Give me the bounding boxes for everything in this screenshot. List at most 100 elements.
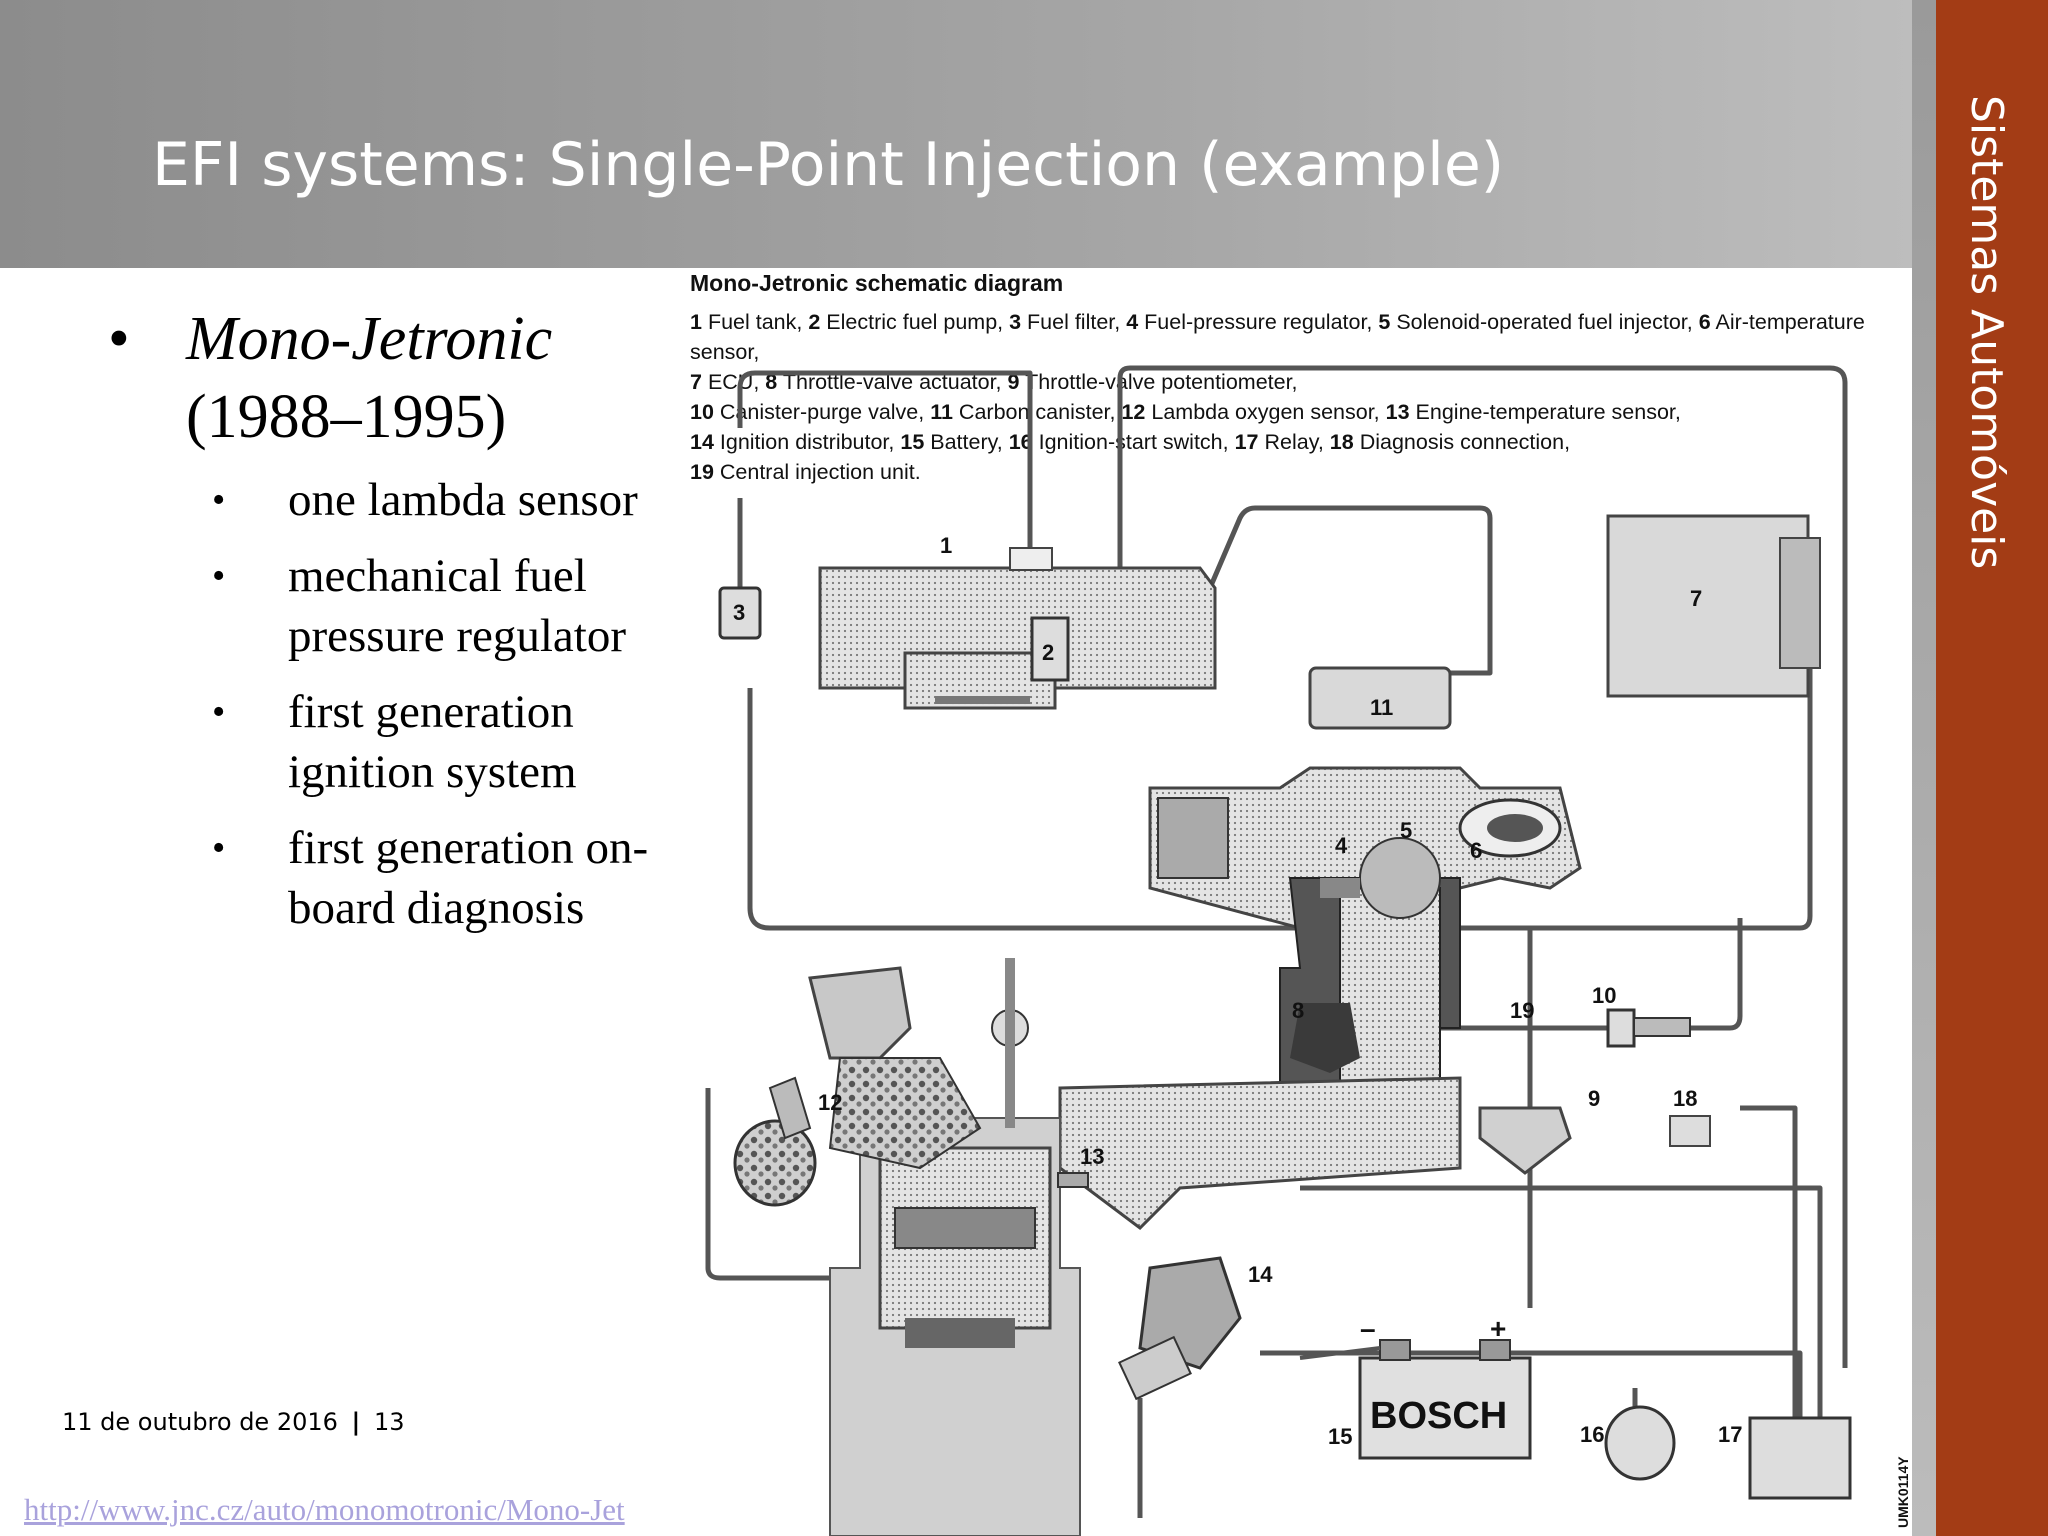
- legend-label: Air-temperature sensor,: [690, 310, 1865, 364]
- legend-label: Lambda oxygen sensor,: [1145, 400, 1386, 424]
- legend-item: 10 Canister-purge valve,: [690, 400, 930, 424]
- legend-label: Electric fuel pump,: [820, 310, 1010, 334]
- legend-number: 18: [1329, 430, 1354, 454]
- legend-label: Ignition distributor,: [713, 430, 901, 454]
- legend-item: 5 Solenoid-operated fuel injector,: [1378, 310, 1698, 334]
- label-11: 11: [1370, 695, 1393, 720]
- diagnosis-connector: [1669, 1115, 1711, 1147]
- central-injection-unit: [1279, 837, 1461, 1109]
- fuel-tank: [818, 547, 1217, 710]
- legend-label: Engine-temperature sensor,: [1409, 400, 1681, 424]
- side-grey-strip: [1912, 0, 1936, 1536]
- label-14: 14: [1248, 1262, 1273, 1287]
- sub-bullet: • first generation on-board diagnosis: [108, 818, 688, 938]
- legend-label: Diagnosis connection,: [1353, 430, 1571, 454]
- footer-date: 11 de outubro de 2016: [62, 1408, 338, 1436]
- label-18: 18: [1673, 1086, 1697, 1111]
- diagram-caption: Mono-Jetronic schematic diagram 1 Fuel t…: [690, 270, 1910, 487]
- legend-number: 3: [1009, 310, 1022, 334]
- label-15: 15: [1328, 1424, 1352, 1449]
- legend-number: 7: [690, 370, 702, 394]
- legend-item: 9 Throttle-valve potentiometer,: [1008, 370, 1298, 394]
- legend-item: 2 Electric fuel pump,: [808, 310, 1009, 334]
- sub-bullet-text: first generation ignition system: [288, 686, 577, 798]
- bullet-dot: •: [212, 691, 226, 733]
- legend-number: 16: [1008, 430, 1033, 454]
- legend-number: 6: [1698, 310, 1711, 334]
- page-number: 13: [373, 1408, 405, 1436]
- sub-bullet: •mechanical fuel pressure regulator: [108, 546, 688, 666]
- legend-label: Central injection unit.: [713, 460, 921, 484]
- title-bar: EFI systems: Single-Point Injection (exa…: [0, 0, 1912, 268]
- legend-item: 6 Air-temperature sensor,: [690, 310, 1865, 364]
- fuel-and-vacuum-lines: [705, 365, 1848, 1518]
- legend-number: 15: [900, 430, 925, 454]
- ignition-start-switch: [1604, 1405, 1676, 1481]
- legend-item: 16 Ignition-start switch,: [1009, 430, 1235, 454]
- legend-label: Fuel filter,: [1021, 310, 1127, 334]
- carbon-canister: [1308, 666, 1452, 730]
- battery: [1299, 1339, 1532, 1460]
- source-link[interactable]: http://www.jnc.cz/auto/monomotronic/Mono…: [24, 1492, 625, 1527]
- legend-label: Canister-purge valve,: [713, 400, 931, 424]
- label-13: 13: [1080, 1144, 1104, 1169]
- air-intake-housing: [1148, 766, 1582, 930]
- legend-number: 19: [690, 460, 714, 484]
- legend-number: 1: [690, 310, 702, 334]
- component-number-labels: 1 2 3 4 5 6 7 8 9 10 11 12 13 14 15 16 1…: [733, 533, 1742, 1449]
- schematic-diagram: 1 2 3 4 5 6 7 8 9 10 11 12 13 14 15 16 1…: [705, 365, 1911, 1536]
- battery-plus: +: [1490, 1313, 1506, 1344]
- side-band: [1936, 0, 2048, 1536]
- legend-number: 8: [765, 370, 778, 394]
- diagram-title: Mono-Jetronic schematic diagram: [690, 270, 1064, 296]
- footer-separator: |: [351, 1408, 361, 1436]
- bullet-dot: •: [108, 305, 130, 373]
- legend-label: Solenoid-operated fuel injector,: [1390, 310, 1699, 334]
- main-bullet: • Mono-Jetronic (1988–1995): [108, 300, 688, 456]
- slide-title: EFI systems: Single-Point Injection (exa…: [152, 130, 1505, 200]
- electric-fuel-pump: [1030, 616, 1070, 682]
- legend-number: 12: [1121, 400, 1146, 424]
- battery-minus: –: [1360, 1313, 1376, 1344]
- main-bullet-system-name: Mono-Jetronic: [186, 305, 553, 373]
- ignition-distributor: [1118, 1256, 1242, 1401]
- diagram-legend: 1 Fuel tank, 2 Electric fuel pump, 3 Fue…: [690, 307, 1910, 487]
- ecu: [1606, 514, 1821, 698]
- battery-brand: BOSCH: [1370, 1395, 1507, 1437]
- sub-bullet: •one lambda sensor: [108, 470, 688, 530]
- legend-number: 5: [1378, 310, 1391, 334]
- legend-number: 14: [690, 430, 714, 454]
- legend-label: Battery,: [924, 430, 1009, 454]
- label-10: 10: [1592, 983, 1616, 1008]
- bullet-list: • Mono-Jetronic (1988–1995) •one lambda …: [108, 300, 688, 954]
- sub-bullet-text: one lambda sensor: [288, 474, 638, 526]
- legend-item: 4 Fuel-pressure regulator,: [1126, 310, 1378, 334]
- legend-number: 17: [1234, 430, 1259, 454]
- label-19: 19: [1510, 998, 1534, 1023]
- legend-item: 11 Carbon canister,: [930, 400, 1121, 424]
- legend-item: 15 Battery,: [900, 430, 1008, 454]
- sub-bullet-text: first generation on-board diagnosis: [288, 822, 649, 934]
- legend-label: Throttle-valve potentiometer,: [1019, 370, 1298, 394]
- bullet-dot: •: [212, 827, 226, 869]
- legend-item: 1 Fuel tank,: [690, 310, 808, 334]
- legend-item: 3 Fuel filter,: [1009, 310, 1126, 334]
- label-17: 17: [1718, 1422, 1742, 1447]
- sub-bullet-list: •one lambda sensor •mechanical fuel pres…: [108, 470, 688, 938]
- legend-number: 11: [930, 400, 953, 424]
- engine-block: [808, 958, 1081, 1536]
- label-16: 16: [1580, 1422, 1604, 1447]
- lambda-sensor: [733, 1076, 817, 1207]
- legend-label: Ignition-start switch,: [1032, 430, 1235, 454]
- legend-label: Fuel tank,: [701, 310, 809, 334]
- legend-label: Fuel-pressure regulator,: [1138, 310, 1379, 334]
- label-8: 8: [1292, 998, 1304, 1023]
- legend-item: 14 Ignition distributor,: [690, 430, 900, 454]
- bullet-dot: •: [212, 555, 226, 597]
- label-1: 1: [940, 533, 952, 558]
- footer: 11 de outubro de 2016 | 13: [62, 1408, 405, 1436]
- legend-item: 18 Diagnosis connection,: [1330, 430, 1570, 454]
- label-5: 5: [1400, 818, 1412, 843]
- label-2: 2: [1042, 640, 1054, 665]
- label-4: 4: [1335, 833, 1348, 858]
